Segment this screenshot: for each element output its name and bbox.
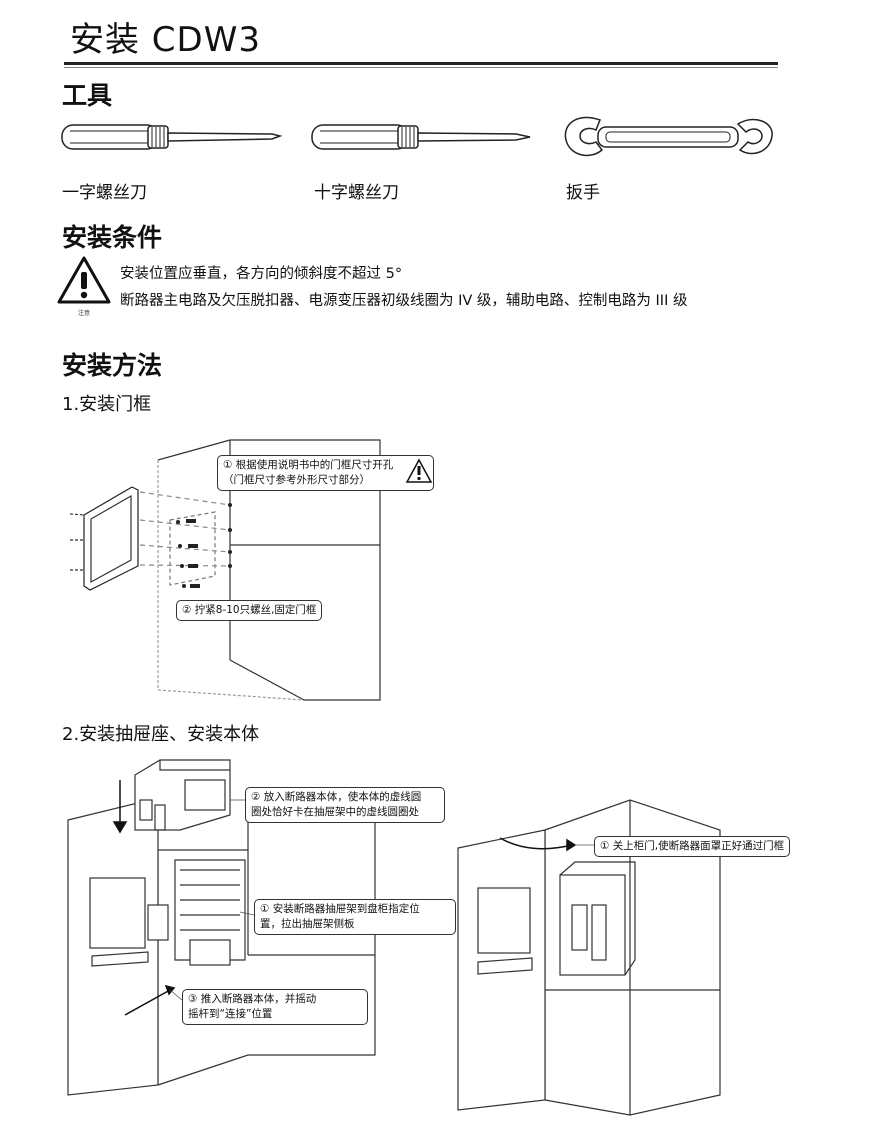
tool-label-wrench: 扳手: [566, 183, 600, 203]
callout-push-breaker-line1: ③ 推入断路器本体，并摇动: [188, 993, 317, 1005]
step1-title: 1.安装门框: [62, 394, 152, 415]
callout-place-breaker-line1: ② 放入断路器本体，使本体的虚线圆: [251, 791, 422, 803]
tools-heading: 工具: [62, 81, 113, 110]
condition-line-2: 断路器主电路及欠压脱扣器、电源变压器初级线圈为 IV 级，辅助电路、控制电路为 …: [120, 293, 688, 309]
warning-triangle-icon: [405, 458, 433, 483]
warning-caption: 注意: [78, 310, 91, 317]
callout-push-breaker: ③ 推入断路器本体，并摇动 摇杆到“连接”位置: [182, 989, 368, 1025]
tool-label-flat-screwdriver: 一字螺丝刀: [62, 183, 147, 203]
callout-install-drawer: ① 安装断路器抽屉架到盘柜指定位 置，拉出抽屉架侧板: [254, 899, 456, 935]
warning-triangle-icon: [57, 256, 111, 304]
callout-cut-hole-line1: ① 根据使用说明书中的门框尺寸开孔: [223, 459, 394, 471]
callout-tighten-screws: ② 拧紧8-10只螺丝,固定门框: [176, 600, 323, 621]
callout-install-drawer-line1: ① 安装断路器抽屉架到盘柜指定位: [260, 903, 420, 915]
method-heading: 安装方法: [62, 351, 163, 380]
callout-place-breaker: ② 放入断路器本体，使本体的虚线圆 圈处恰好卡在抽屉架中的虚线圆圈处: [245, 787, 445, 823]
phillips-screwdriver-icon: [311, 124, 531, 150]
flat-screwdriver-icon: [61, 124, 283, 150]
callout-push-breaker-line2: 摇杆到“连接”位置: [188, 1008, 273, 1020]
conditions-heading: 安装条件: [62, 223, 163, 252]
callout-close-door: ① 关上柜门,使断路器面罩正好通过门框: [594, 836, 791, 857]
callout-cut-hole-line2: （门框尺寸参考外形尺寸部分）: [223, 474, 370, 486]
callout-place-breaker-line2: 圈处恰好卡在抽屉架中的虚线圆圈处: [251, 806, 419, 818]
callout-cut-hole: ① 根据使用说明书中的门框尺寸开孔 （门框尺寸参考外形尺寸部分）: [217, 455, 434, 491]
step2-title: 2.安装抽屉座、安装本体: [62, 724, 260, 745]
callout-install-drawer-line2: 置，拉出抽屉架侧板: [260, 918, 355, 930]
title-rule-thin: [64, 67, 778, 68]
tool-label-phillips-screwdriver: 十字螺丝刀: [314, 183, 399, 203]
condition-line-1: 安装位置应垂直，各方向的倾斜度不超过 5°: [120, 266, 403, 282]
page-title: 安装 CDW3: [70, 20, 261, 60]
title-rule: [64, 62, 778, 65]
wrench-icon: [564, 116, 773, 157]
